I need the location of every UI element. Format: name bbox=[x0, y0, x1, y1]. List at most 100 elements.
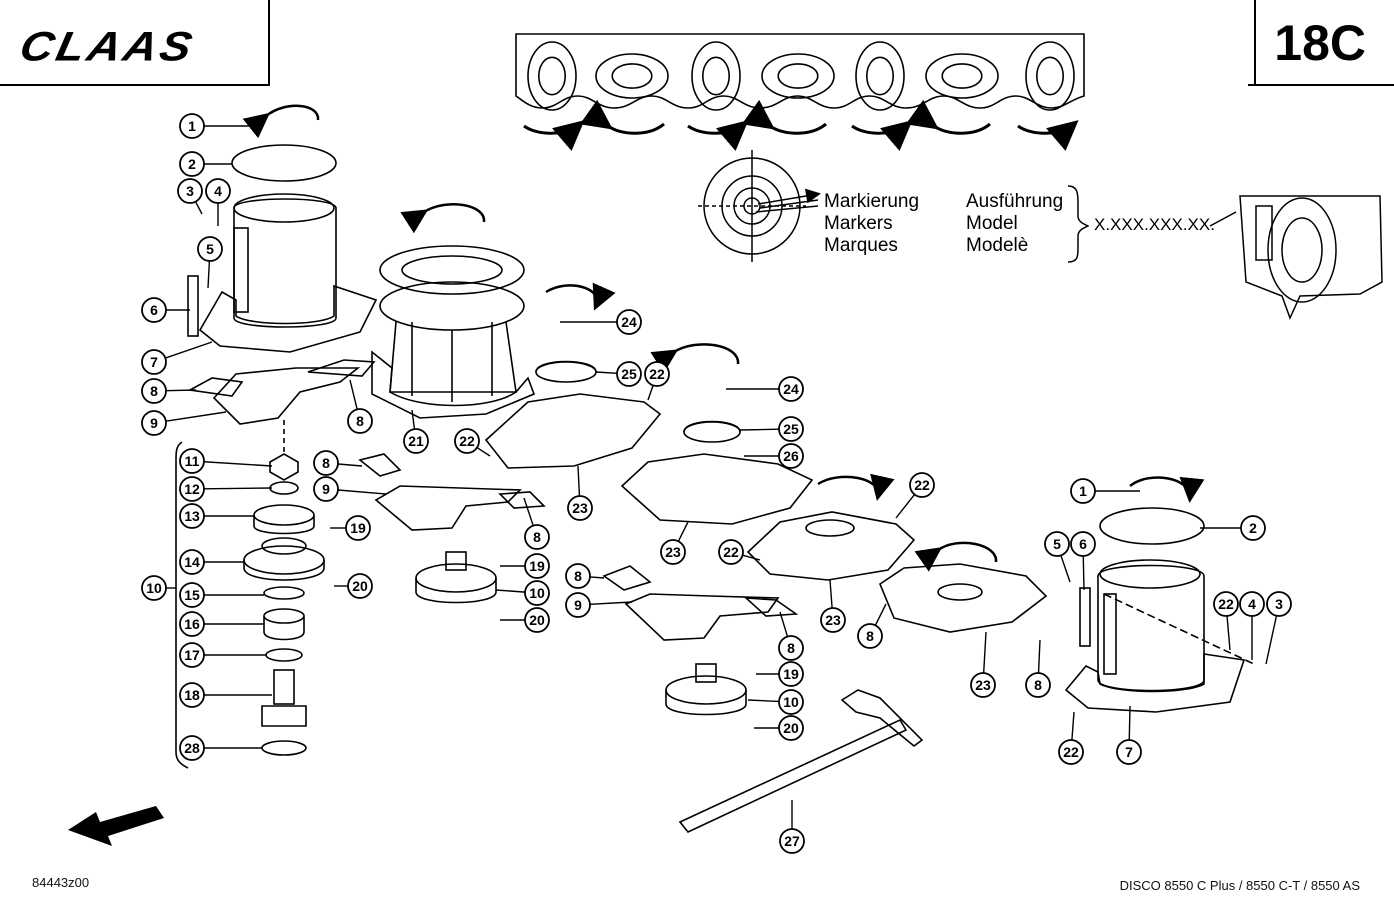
callout-number: 23 bbox=[665, 544, 681, 560]
part-callout-22: 22 bbox=[1058, 711, 1084, 765]
callout-number: 26 bbox=[783, 448, 799, 464]
sheet-number: 18C bbox=[1274, 15, 1366, 71]
callout-number: 23 bbox=[825, 612, 841, 628]
callout-circle bbox=[718, 539, 744, 565]
callout-number: 7 bbox=[1125, 744, 1133, 760]
callout-leader bbox=[203, 487, 273, 490]
callout-number: 7 bbox=[150, 354, 158, 370]
callout-leader bbox=[1128, 705, 1131, 741]
callout-circle bbox=[779, 828, 805, 854]
callout-leader bbox=[337, 463, 363, 467]
rotation-arrows bbox=[242, 104, 1205, 572]
cutter-disc-hub bbox=[537, 56, 566, 96]
part-callout-25: 25 bbox=[595, 361, 642, 387]
callout-circle bbox=[141, 297, 167, 323]
header-rule-right bbox=[1248, 84, 1394, 86]
part-callout-28: 28 bbox=[179, 735, 262, 761]
callout-circle bbox=[313, 450, 339, 476]
part-callout-19: 19 bbox=[330, 515, 371, 541]
part-callout-9: 9 bbox=[141, 410, 227, 436]
callout-leader bbox=[874, 603, 887, 626]
header-divider-right bbox=[1254, 0, 1256, 86]
part-callout-5: 5 bbox=[197, 236, 223, 289]
rotation-arrow bbox=[905, 99, 991, 135]
cutter-disc bbox=[855, 41, 905, 111]
marker-detail bbox=[698, 150, 821, 262]
serial-pattern: X.XXX.XXX.XX. bbox=[1094, 215, 1215, 234]
callout-number: 22 bbox=[914, 477, 930, 493]
callout-number: 20 bbox=[352, 578, 368, 594]
callout-circle bbox=[179, 642, 205, 668]
cutter-disc bbox=[761, 53, 835, 99]
part-callout-22: 22 bbox=[718, 539, 761, 565]
part-callout-19: 19 bbox=[500, 553, 550, 579]
callout-circle bbox=[1116, 739, 1142, 765]
callout-circle bbox=[141, 378, 167, 404]
callout-number: 19 bbox=[529, 558, 545, 574]
callout-circle bbox=[565, 563, 591, 589]
callout-circle bbox=[177, 178, 203, 204]
part-callout-22: 22 bbox=[1213, 591, 1239, 651]
callout-number: 2 bbox=[1249, 520, 1257, 536]
part-callout-14: 14 bbox=[179, 549, 244, 575]
model-label-en: Model bbox=[966, 213, 1018, 234]
model-brace bbox=[1067, 185, 1237, 263]
callout-circle bbox=[857, 623, 883, 649]
callout-circle bbox=[403, 428, 429, 454]
part-callout-6: 6 bbox=[1070, 531, 1096, 591]
cutter-disc-hub bbox=[865, 56, 894, 96]
callout-circle bbox=[347, 573, 373, 599]
header-divider-left bbox=[268, 0, 270, 86]
callout-circle bbox=[909, 472, 935, 498]
part-callout-24: 24 bbox=[560, 309, 642, 335]
part-callout-8: 8 bbox=[778, 611, 804, 661]
callout-number: 10 bbox=[783, 694, 799, 710]
model-label-fr: Modelè bbox=[966, 235, 1029, 256]
callout-number: 8 bbox=[533, 529, 541, 545]
part-callout-19: 19 bbox=[756, 661, 804, 687]
part-callout-8: 8 bbox=[857, 603, 887, 649]
callout-number: 22 bbox=[723, 544, 739, 560]
callout-circle bbox=[197, 236, 223, 262]
callout-circle bbox=[141, 410, 167, 436]
part-callout-25: 25 bbox=[739, 416, 804, 442]
callout-circle bbox=[524, 607, 550, 633]
callout-number: 20 bbox=[783, 720, 799, 736]
callout-number: 18 bbox=[184, 687, 200, 703]
cutter-disc bbox=[595, 53, 669, 99]
legend-label-fr: Marques bbox=[824, 235, 898, 256]
cutter-disc bbox=[691, 41, 741, 111]
callout-leader bbox=[349, 379, 358, 410]
callout-circle bbox=[141, 575, 167, 601]
callout-circle bbox=[778, 416, 804, 442]
callout-circle bbox=[616, 309, 642, 335]
part-callout-23: 23 bbox=[820, 579, 846, 633]
callout-number: 4 bbox=[214, 183, 222, 199]
callout-leader bbox=[337, 489, 387, 495]
callout-circle bbox=[778, 715, 804, 741]
header-rule-left bbox=[0, 84, 270, 86]
cutter-disc-hub bbox=[777, 63, 819, 89]
callout-circle bbox=[205, 178, 231, 204]
callout-circle bbox=[1058, 739, 1084, 765]
callout-number: 22 bbox=[1218, 596, 1234, 612]
callout-circle bbox=[524, 580, 550, 606]
callout-leader bbox=[165, 411, 227, 422]
callout-circle bbox=[179, 735, 205, 761]
callout-leader bbox=[165, 341, 213, 359]
callout-circle bbox=[179, 448, 205, 474]
part-callout-2: 2 bbox=[1200, 515, 1266, 541]
callout-number: 20 bbox=[529, 612, 545, 628]
callout-circle bbox=[1240, 515, 1266, 541]
part-callout-1: 1 bbox=[1070, 478, 1140, 504]
part-callout-24: 24 bbox=[726, 376, 804, 402]
callout-number: 5 bbox=[1053, 536, 1061, 552]
callout-circle bbox=[1266, 591, 1292, 617]
callout-number: 8 bbox=[866, 628, 874, 644]
callout-circle bbox=[778, 376, 804, 402]
part-callout-22: 22 bbox=[454, 428, 491, 457]
part-callout-20: 20 bbox=[334, 573, 373, 599]
callout-leader bbox=[1037, 639, 1041, 674]
callout-leader bbox=[203, 461, 273, 467]
